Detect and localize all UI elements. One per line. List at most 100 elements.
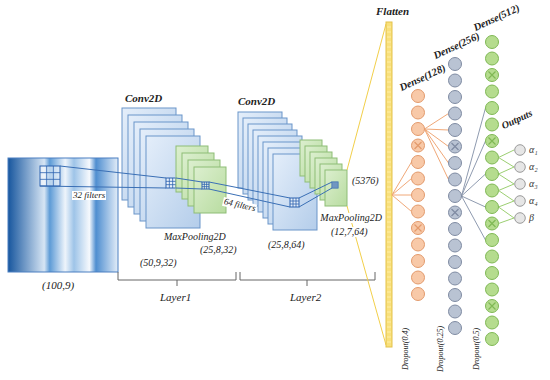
layer-bracket [240, 272, 375, 286]
shape-label: (50,9,32) [140, 258, 177, 268]
dropped-mark [489, 303, 496, 310]
dense-link [392, 195, 412, 196]
dense-link [392, 195, 412, 212]
projection-line [299, 188, 332, 207]
layer-name: MaxPooling2D [164, 232, 226, 242]
kernel-window [40, 166, 60, 186]
flatten-cell [387, 92, 391, 93]
dense-neuron [449, 206, 462, 219]
flatten-line [347, 24, 386, 170]
layer-name: Conv2D [238, 96, 275, 107]
dense-neuron [449, 305, 462, 318]
flatten-cell [387, 127, 391, 128]
dropped-mark [415, 142, 422, 149]
dense-link [425, 129, 449, 130]
projection-line [209, 182, 290, 198]
pool-window [202, 182, 209, 189]
dropped-mark [489, 220, 496, 227]
flatten-cell [387, 177, 391, 178]
flatten-cell [387, 322, 391, 323]
shape-label: (25,8,32) [200, 245, 237, 255]
flatten-cell [387, 72, 391, 73]
shape-label: (5376) [352, 176, 379, 186]
dense-neuron [486, 250, 499, 263]
output-link [499, 150, 515, 158]
flatten-cell [387, 227, 391, 228]
flatten-cell [387, 157, 391, 158]
dropout-label: Dropout(0.5) [473, 328, 481, 370]
flatten-cell [387, 137, 391, 138]
dense-neuron [486, 151, 499, 164]
dense-neuron [486, 85, 499, 98]
dense-neuron [449, 157, 462, 170]
dense-link [462, 196, 486, 240]
flatten-cell [387, 112, 391, 113]
flatten-cell [387, 32, 391, 33]
dense-link [425, 129, 449, 147]
dense-neuron [412, 123, 425, 136]
flatten-cell [387, 97, 391, 98]
dense-neuron [486, 135, 499, 148]
output-link [499, 218, 515, 224]
neuron-circle [515, 179, 526, 190]
neuron-circle [515, 213, 526, 224]
flatten-cell [387, 37, 391, 38]
neuron-shape [514, 178, 526, 190]
dense-neuron [412, 139, 425, 152]
flatten-cell [387, 167, 391, 168]
flatten-cell [387, 252, 391, 253]
projection-line [176, 178, 202, 182]
dense-link [462, 174, 486, 196]
flatten-cell [387, 307, 391, 308]
dense-link [392, 179, 412, 196]
dense-neuron [412, 172, 425, 185]
flatten-cell [387, 107, 391, 108]
flatten-cell [387, 277, 391, 278]
flatten-cell [387, 282, 391, 283]
flatten-cell [387, 297, 391, 298]
neuron-shape [514, 212, 526, 224]
group-label: Layer1 [160, 292, 191, 303]
conv-window [166, 178, 176, 188]
output-link [499, 158, 515, 168]
flatten-cell [387, 187, 391, 188]
pool-window-grid [332, 182, 338, 188]
dense-neuron [412, 106, 425, 119]
flatten-cell [387, 67, 391, 68]
flatten-cell [387, 202, 391, 203]
flatten-cell [387, 272, 391, 273]
flatten-cell [387, 132, 391, 133]
dropped-mark [415, 225, 422, 232]
flatten-cell [387, 152, 391, 153]
flatten-cell [387, 337, 391, 338]
dense-neuron [486, 316, 499, 329]
output-neuron: α₂ [514, 161, 538, 173]
dense-neuron [486, 283, 499, 296]
filter-count: 32 filters [72, 191, 106, 200]
dense-neuron [486, 217, 499, 230]
dense-neuron [486, 267, 499, 280]
neuron-shape [514, 195, 526, 207]
flatten-cell [387, 292, 391, 293]
output-heading: Outputs [500, 108, 534, 131]
projection-line [60, 166, 166, 178]
input-image [8, 158, 118, 272]
neuron-circle [515, 196, 526, 207]
dense-neuron [412, 255, 425, 268]
dense-neuron [486, 201, 499, 214]
flatten-cell [387, 162, 391, 163]
flatten-cell [387, 302, 391, 303]
dense-link [425, 129, 449, 180]
conv-window-grid [166, 178, 176, 188]
dense-neuron [486, 184, 499, 197]
dense-neuron [449, 173, 462, 186]
pool-window [332, 182, 338, 188]
flatten-cell [387, 182, 391, 183]
neuron-shape [514, 161, 526, 173]
conv-window-grid [290, 198, 299, 207]
flatten-cell [387, 332, 391, 333]
shape-label: (100,9) [42, 280, 74, 291]
projection-line [40, 186, 166, 188]
output-symbol: α₃ [529, 179, 538, 189]
